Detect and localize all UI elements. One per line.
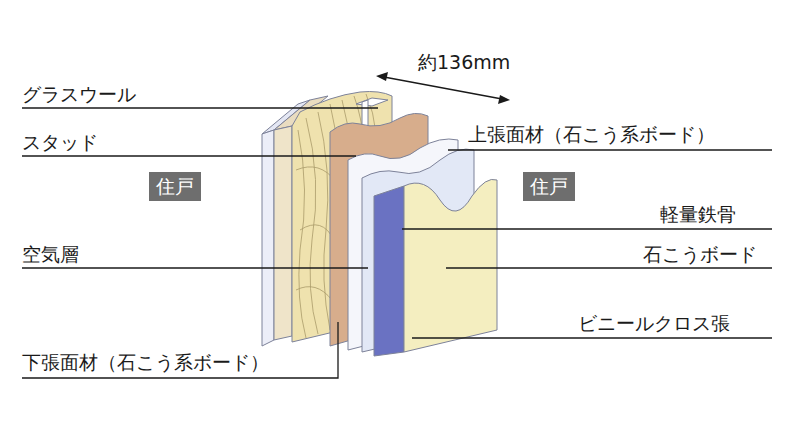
part-label: グラスウール <box>22 84 136 106</box>
part-label: 上張面材（石こう系ボード） <box>468 124 715 146</box>
dimension-label: 約136mm <box>418 52 510 74</box>
part-label: 石こうボード <box>643 244 757 266</box>
dwelling-label: 住戸 <box>156 175 194 197</box>
part-label: 軽量鉄骨 <box>660 204 736 226</box>
dwelling-tag: 住戸 <box>523 172 575 201</box>
part-label: 空気層 <box>22 244 79 266</box>
part-label: スタッド <box>22 132 98 154</box>
part-label: 下張面材（石こう系ボード） <box>22 352 269 374</box>
dwelling-label: 住戸 <box>530 175 568 197</box>
part-label: ビニールクロス張 <box>578 313 730 335</box>
dwelling-tag: 住戸 <box>149 172 201 201</box>
